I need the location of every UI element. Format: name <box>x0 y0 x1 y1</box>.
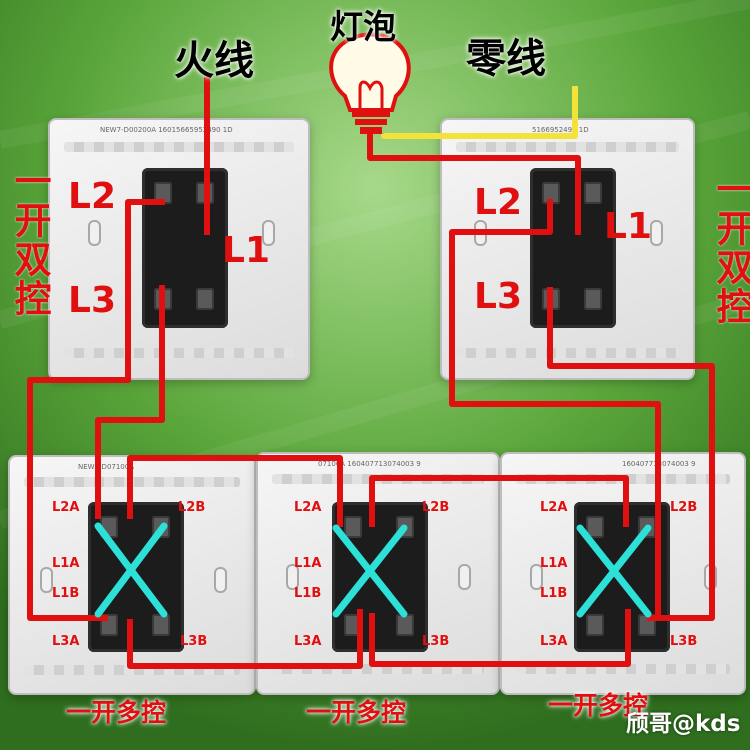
neutral-wire-title: 零线 <box>466 36 546 82</box>
model-text: NEW7-D07100A <box>78 463 135 471</box>
neutral-wire <box>381 86 578 139</box>
sw3-l2b-label: L2B <box>670 500 698 515</box>
two-way-switch-right: 5166952490 1D <box>440 118 695 380</box>
left-side-label: 一开双控 <box>8 162 51 318</box>
multi-switch-2-caption: 一开多控 <box>306 698 407 727</box>
multi-switch-3-caption: 一开多控 <box>548 691 649 720</box>
right-side-label: 一开双控 <box>710 170 750 326</box>
sw2-l1a-label: L1A <box>294 556 322 571</box>
right-l1-label: L1 <box>604 206 652 247</box>
sw1-l2a-label: L2A <box>52 500 80 515</box>
link-2-3-bottom <box>369 609 631 667</box>
sw2-l3b-label: L3B <box>422 634 450 649</box>
right-l3-label: L3 <box>474 276 522 317</box>
sw2-l1b-label: L1B <box>294 586 322 601</box>
cross-marker-icon <box>576 524 652 618</box>
sw2-l2b-label: L2B <box>422 500 450 515</box>
left-l2-label: L2 <box>68 176 116 217</box>
live-wire-title: 火线 <box>174 38 254 84</box>
right-l2-label: L2 <box>474 182 522 223</box>
sw2-l3a-label: L3A <box>294 634 322 649</box>
sw1-l3b-label: L3B <box>180 634 208 649</box>
sw3-l1a-label: L1A <box>540 556 568 571</box>
sw1-l1a-label: L1A <box>52 556 80 571</box>
switch-module <box>332 502 428 652</box>
bulb-wire <box>367 131 581 235</box>
left-l3-label: L3 <box>68 280 116 321</box>
sw1-l3a-label: L3A <box>52 634 80 649</box>
sw1-l2b-label: L2B <box>178 500 206 515</box>
sw1-l1b-label: L1B <box>52 586 80 601</box>
sw2-l2a-label: L2A <box>294 500 322 515</box>
cross-marker-icon <box>332 524 408 618</box>
watermark: 颀哥@kds <box>626 711 741 737</box>
link-1-2-bottom <box>127 609 363 669</box>
model-text: 5166952490 1D <box>532 126 589 134</box>
left-l1-label: L1 <box>222 230 270 271</box>
link-2-3-top <box>369 475 629 527</box>
link-1-2-top <box>127 455 343 527</box>
model-text: 07100A 160407713074003 9 <box>318 460 421 468</box>
multi-switch-1-caption: 一开多控 <box>66 698 167 727</box>
lightbulb-icon <box>329 32 411 134</box>
sw3-l1b-label: L1B <box>540 586 568 601</box>
right-l2-wire <box>449 199 661 615</box>
sw3-l3b-label: L3B <box>670 634 698 649</box>
left-l2-wire <box>27 199 165 621</box>
cross-marker-icon <box>94 522 168 618</box>
sw3-l2a-label: L2A <box>540 500 568 515</box>
bulb-title: 灯泡 <box>330 7 396 46</box>
right-l3-wire <box>547 287 715 621</box>
sw3-l3a-label: L3A <box>540 634 568 649</box>
left-l3-wire <box>95 285 165 519</box>
multi-way-switch-2: 07100A 160407713074003 9 <box>256 452 500 695</box>
model-text: NEW7-D00200A 16015665952490 1D <box>100 126 233 134</box>
